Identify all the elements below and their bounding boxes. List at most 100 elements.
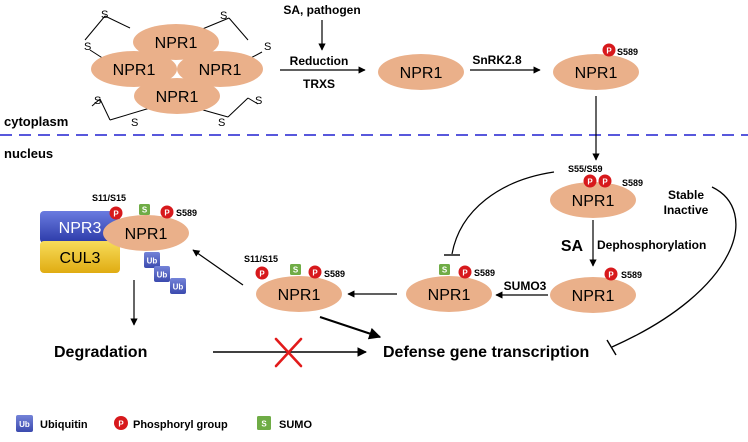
svg-text:P: P xyxy=(164,209,170,218)
npr3-label: NPR3 xyxy=(59,220,102,237)
phosphoryl-mark: P xyxy=(255,266,269,280)
sumo-mark: S xyxy=(439,264,450,275)
svg-text:Ub: Ub xyxy=(147,257,158,266)
disulfide-label: S xyxy=(220,10,227,22)
site-label: S589 xyxy=(324,269,345,279)
svg-text:P: P xyxy=(606,47,612,56)
cytoplasm-label: cytoplasm xyxy=(4,114,68,129)
site-label: S589 xyxy=(617,47,638,57)
dephos-label: Dephosphorylation xyxy=(597,238,706,252)
disulfide-label: S xyxy=(218,117,225,129)
svg-text:P: P xyxy=(118,420,124,429)
degradation-complex-arrow xyxy=(192,249,244,286)
sumo-mark: S xyxy=(139,204,150,215)
trxs-label: TRXS xyxy=(303,77,335,91)
cul3-label: CUL3 xyxy=(60,250,101,267)
svg-text:Ub: Ub xyxy=(157,271,168,280)
legend-sumo-label: SUMO xyxy=(279,419,312,431)
npr1-label: NPR1 xyxy=(278,287,321,304)
site-label: S589 xyxy=(622,178,643,188)
disulfide-label: S xyxy=(101,9,108,21)
defense-label: Defense gene transcription xyxy=(383,344,589,361)
npr1-label: NPR1 xyxy=(400,65,443,82)
sumo-legend-icon xyxy=(257,416,271,430)
npr1-fully-modified xyxy=(256,276,342,312)
npr1-label: NPR1 xyxy=(113,62,156,79)
phosphoryl-mark: P xyxy=(109,206,123,220)
npr1-targeted xyxy=(103,215,189,251)
npr1-label: NPR1 xyxy=(125,226,168,243)
legend-phosphoryl-label: Phosphoryl group xyxy=(133,419,228,431)
phosphoryl-mark: P xyxy=(604,267,618,281)
svg-text:P: P xyxy=(259,270,265,279)
svg-text:P: P xyxy=(608,271,614,280)
npr1-sumoylated xyxy=(406,276,492,312)
stable-label: Stable xyxy=(668,188,704,202)
legend: Ub Ubiquitin P Phosphoryl group S SUMO xyxy=(16,415,312,432)
phosphoryl-mark: P xyxy=(602,43,616,57)
phosphoryl-mark: P xyxy=(160,205,174,219)
site-label: S11/S15 xyxy=(92,193,126,203)
svg-text:S: S xyxy=(442,266,448,275)
phosphoryl-mark: P xyxy=(583,174,597,188)
phosphoryl-legend-icon xyxy=(114,416,128,430)
svg-text:P: P xyxy=(587,178,593,187)
npr1-label: NPR1 xyxy=(199,62,242,79)
site-label: S55/S59 xyxy=(568,164,603,174)
svg-text:P: P xyxy=(462,269,468,278)
phosphoryl-mark: P xyxy=(598,174,612,188)
snrk-label: SnRK2.8 xyxy=(472,53,522,67)
blocked-cross xyxy=(274,337,303,368)
npr1-monomer-bottom xyxy=(134,78,220,114)
npr1-oligomer: NPR1 NPR1 NPR1 NPR1 S S S S S S S S xyxy=(84,9,271,129)
npr3-box xyxy=(40,211,120,243)
inhibition-curve xyxy=(451,171,555,255)
npr1-label: NPR1 xyxy=(156,89,199,106)
disulfide-label: S xyxy=(94,95,101,107)
npr1-dephosphorylated xyxy=(550,277,636,313)
disulfide-label: S xyxy=(131,117,138,129)
svg-text:P: P xyxy=(113,210,119,219)
site-label: S11/S15 xyxy=(244,254,278,264)
disulfide-label: S xyxy=(84,41,91,53)
to-defense-arrow xyxy=(319,316,382,340)
npr1-label: NPR1 xyxy=(572,193,615,210)
ubiquitin-chain: Ub Ub Ub xyxy=(144,252,186,294)
svg-text:S: S xyxy=(142,206,148,215)
disulfide-label: S xyxy=(264,41,271,53)
svg-text:P: P xyxy=(602,178,608,187)
npr1-phosphorylated xyxy=(553,54,639,90)
trigger-label: SA, pathogen xyxy=(283,3,360,17)
npr1-nuclear-phosphorylated xyxy=(550,182,636,218)
phosphoryl-mark: P xyxy=(308,265,322,279)
npr1-monomer-top xyxy=(133,24,219,60)
stable-inactive-curve xyxy=(611,186,737,348)
npr1-label: NPR1 xyxy=(428,287,471,304)
phosphoryl-mark: P xyxy=(458,265,472,279)
site-label: S589 xyxy=(621,270,642,280)
svg-text:S: S xyxy=(293,266,299,275)
svg-text:P: P xyxy=(312,269,318,278)
npr1-monomer-right xyxy=(177,51,263,87)
npr1-label: NPR1 xyxy=(572,288,615,305)
nucleus-label: nucleus xyxy=(4,146,53,161)
site-label: S589 xyxy=(474,268,495,278)
disulfide-label: S xyxy=(255,95,262,107)
svg-text:S: S xyxy=(261,420,267,429)
reduction-label: Reduction xyxy=(290,54,349,68)
legend-ubiquitin-label: Ubiquitin xyxy=(40,419,88,431)
site-label: S589 xyxy=(176,208,197,218)
cul3-box xyxy=(40,241,120,273)
npr1-label: NPR1 xyxy=(155,35,198,52)
svg-text:Ub: Ub xyxy=(173,283,184,292)
degradation-label: Degradation xyxy=(54,344,147,361)
ubiquitin-legend-icon xyxy=(16,415,33,432)
inactive-label: Inactive xyxy=(664,203,709,217)
sumo3-label: SUMO3 xyxy=(504,279,547,293)
svg-text:Ub: Ub xyxy=(19,420,30,429)
npr1-label: NPR1 xyxy=(575,65,618,82)
sumo-mark: S xyxy=(290,264,301,275)
stable-inhibition-bar xyxy=(606,339,617,356)
npr1-monomer-left xyxy=(91,51,177,87)
